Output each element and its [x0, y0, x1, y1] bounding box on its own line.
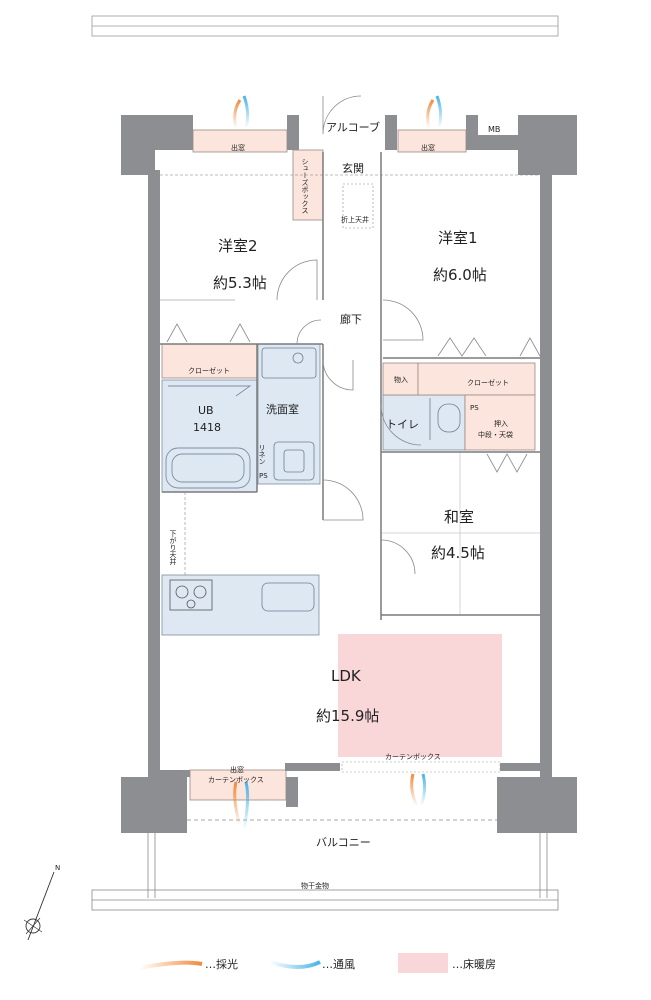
doors	[276, 95, 424, 575]
balcony	[91, 819, 559, 911]
monoire-label: 物入	[394, 375, 408, 384]
closet-left-label: クローゼット	[188, 366, 230, 375]
floor-heating-area	[338, 634, 502, 757]
stove-icon	[169, 579, 213, 611]
closet-right-label: クローゼット	[467, 378, 509, 387]
sagari-label: 下がり天井	[169, 530, 177, 566]
ps-right-label: PS	[470, 404, 479, 412]
room2-size: 約5.3帖	[213, 274, 267, 292]
curtain-box-left-label: カーテンボックス	[208, 776, 264, 784]
ub-name: UB	[198, 404, 214, 417]
room2-name: 洋室2	[218, 237, 258, 255]
genkan-label: 玄関	[342, 161, 364, 175]
rinen-label: リネン	[258, 444, 266, 465]
demado-right-label: 出窓	[421, 143, 435, 152]
legend-light-label: …採光	[205, 957, 238, 971]
exterior-walls	[121, 115, 577, 833]
tatami-lines	[381, 452, 540, 615]
curtain-box-lines	[341, 761, 501, 773]
washitsu-name: 和室	[444, 508, 474, 526]
legend-floor-heating-swatch	[398, 953, 448, 973]
ub-size: 1418	[193, 421, 221, 434]
legend-wind-label: …通風	[322, 958, 355, 971]
ldk-size: 約15.9帖	[316, 707, 379, 725]
balcony-label: バルコニー	[316, 836, 371, 849]
legend-wind-swatch	[269, 960, 321, 969]
storage-areas	[161, 129, 536, 801]
legend-light-swatch	[139, 960, 203, 970]
demado-bottom-label: 出窓	[230, 765, 244, 774]
ps-left-label: PS	[259, 472, 268, 480]
interior-walls	[160, 152, 540, 620]
rouka-label: 廊下	[340, 312, 362, 326]
light-wind-arrows	[233, 95, 443, 831]
room1-size: 約6.0帖	[433, 266, 487, 284]
curtain-box-right-label: カーテンボックス	[385, 753, 441, 761]
compass-north-label: N	[55, 864, 60, 872]
closet-doors	[166, 323, 541, 473]
ldk-name: LDK	[331, 667, 362, 685]
room1-name: 洋室1	[438, 229, 478, 247]
orijo-label: 折上天井	[341, 215, 369, 224]
orijo-ceiling-box	[342, 183, 374, 229]
toilet-label: トイレ	[386, 418, 419, 431]
compass-icon	[23, 871, 55, 941]
shoebox-label: シューズボックス	[301, 158, 309, 214]
top-rail	[91, 15, 559, 37]
alcove-label: アルコーブ	[326, 120, 380, 134]
mb-label: MB	[488, 125, 500, 134]
legend-floor-heating-label: …床暖房	[452, 957, 496, 971]
wet-areas	[161, 343, 466, 636]
fixtures	[261, 347, 461, 612]
oshiire-label: 押入	[494, 419, 508, 428]
senmen-label: 洗面室	[266, 402, 299, 416]
oshiire-sub-label: 中段・天袋	[478, 430, 513, 439]
monohoshi-label: 物干金物	[301, 881, 329, 890]
bathtub-icon	[165, 385, 252, 489]
demado-left-label: 出窓	[231, 143, 245, 152]
washitsu-size: 約4.5帖	[431, 544, 485, 562]
